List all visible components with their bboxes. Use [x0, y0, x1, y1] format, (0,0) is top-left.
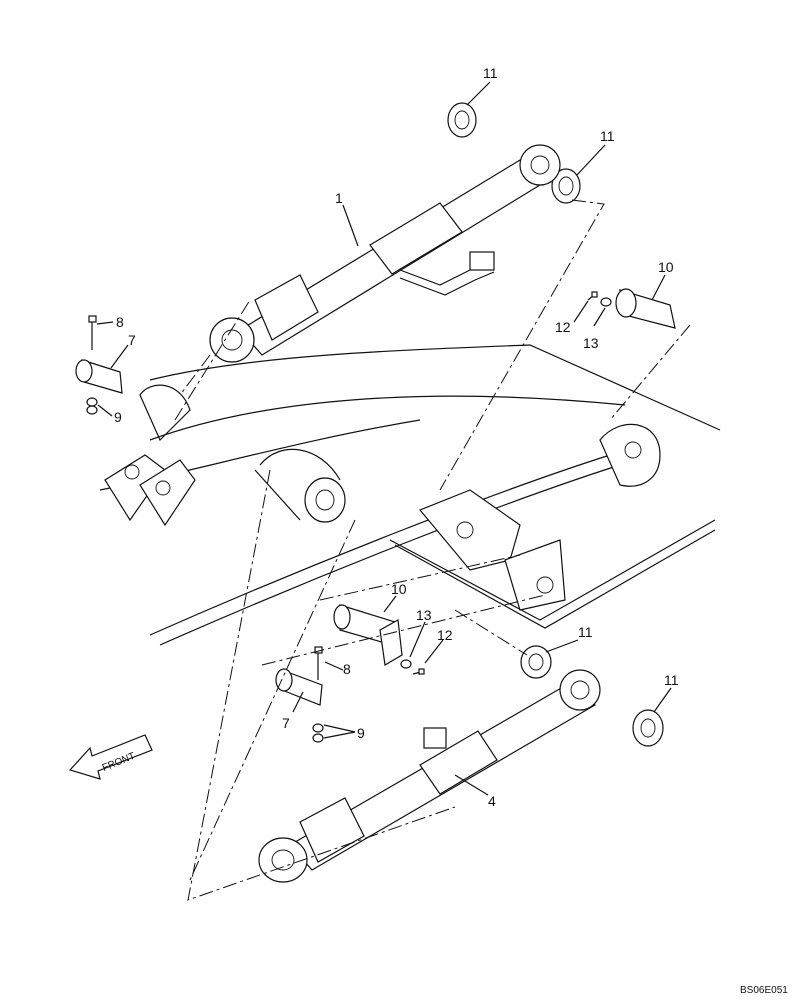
callout-10-upper: 10	[658, 259, 674, 275]
bolt-12-lower	[400, 659, 425, 675]
pin-7-upper	[75, 315, 123, 415]
callout-8-lower: 8	[343, 661, 351, 677]
washer-11-top-right	[551, 168, 581, 204]
callout-8-upper: 8	[116, 314, 124, 330]
callout-12-upper: 12	[555, 319, 571, 335]
callout-11-top-right: 11	[600, 128, 615, 144]
cylinder-4	[258, 669, 601, 883]
callout-13-upper: 13	[583, 335, 599, 351]
washer-11-top	[447, 102, 477, 138]
callout-7-upper: 7	[128, 332, 136, 348]
assembly-lines	[174, 199, 691, 901]
pin-7-lower	[275, 646, 324, 743]
callout-13-lower: 13	[416, 607, 432, 623]
leader-lines	[96, 81, 672, 796]
pin-10-upper	[615, 288, 676, 329]
callout-11-mid: 11	[578, 624, 593, 640]
front-arrow-icon: FRONT	[68, 734, 153, 780]
callout-7-lower: 7	[282, 715, 290, 731]
callout-10-lower: 10	[391, 581, 407, 597]
washer-11-bottom-right	[632, 709, 664, 747]
boom-body	[99, 344, 721, 646]
callout-9-lower: 9	[357, 725, 365, 741]
callout-1: 1	[335, 190, 343, 206]
figure-code: BS06E051	[740, 985, 788, 996]
cylinder-1	[209, 144, 561, 363]
bolt-12-upper	[587, 291, 612, 307]
washer-11-mid	[520, 645, 552, 679]
callout-12-lower: 12	[437, 627, 453, 643]
callout-9-upper: 9	[114, 409, 122, 425]
callout-11-top: 11	[483, 65, 498, 81]
pin-10-lower	[333, 604, 403, 666]
callout-11-bottom-right: 11	[664, 672, 679, 688]
callout-4: 4	[488, 793, 496, 809]
